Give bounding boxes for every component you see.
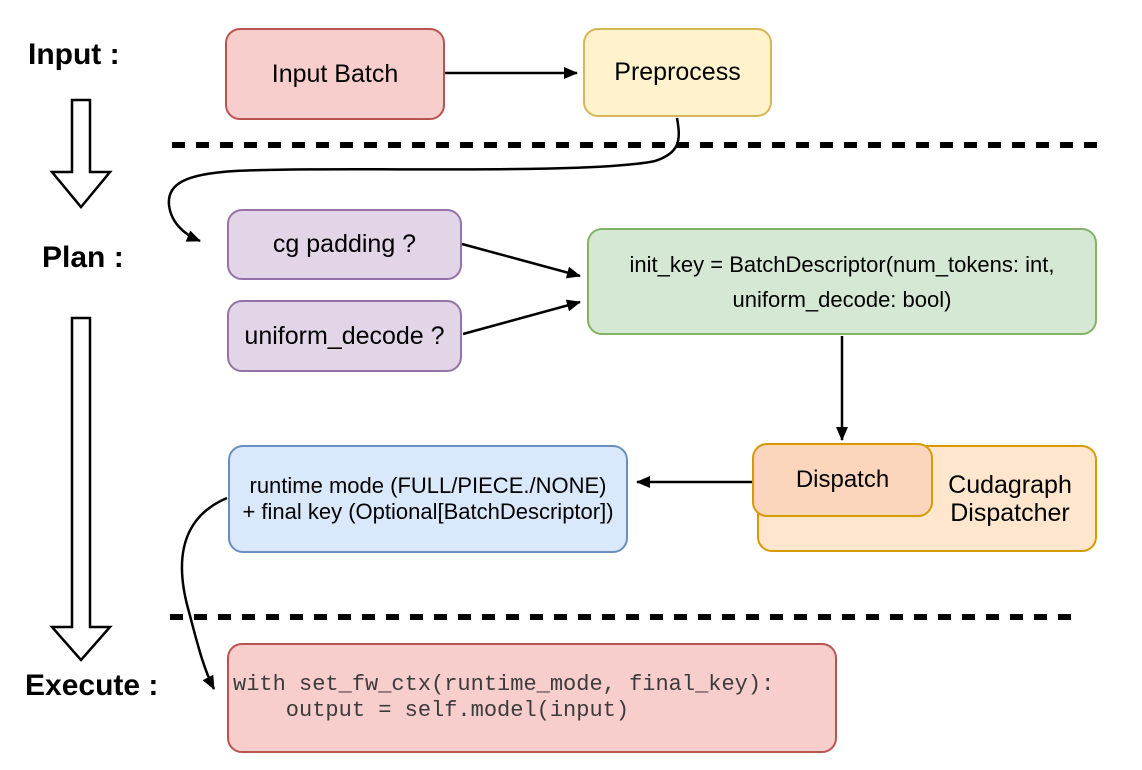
cudagraph-line1: Cudagraph: [948, 470, 1072, 499]
init-key-line2: uniform_decode: bool): [732, 286, 952, 312]
node-input-batch-label: Input Batch: [271, 59, 399, 88]
hollow-arrow-plan-to-execute: [49, 316, 113, 662]
node-cg-padding-label: cg padding ?: [272, 230, 417, 258]
node-uniform-decode: uniform_decode ?: [227, 300, 462, 372]
arrow-runtimemode-to-executecode: [180, 496, 228, 690]
execute-code-line2: output = self.model(input): [233, 698, 630, 723]
runtime-mode-line2: + final key (Optional[BatchDescriptor]): [242, 499, 614, 524]
cudagraph-line2: Dispatcher: [950, 498, 1070, 527]
stage-label-plan: Plan :: [42, 241, 124, 274]
node-init-key: init_key = BatchDescriptor(num_tokens: i…: [587, 228, 1097, 335]
node-dispatch: Dispatch: [752, 443, 933, 517]
stage-label-execute: Execute :: [25, 669, 159, 702]
node-cudagraph-dispatcher-label: Cudagraph Dispatcher: [925, 471, 1095, 527]
node-preprocess: Preprocess: [583, 28, 772, 117]
node-runtime-mode: runtime mode (FULL/PIECE./NONE) + final …: [228, 445, 628, 553]
stage-label-input: Input :: [28, 38, 120, 71]
hollow-arrow-input-to-plan: [49, 98, 113, 209]
execute-code-block: with set_fw_ctx(runtime_mode, final_key)…: [233, 672, 774, 724]
node-dispatch-label: Dispatch: [795, 466, 890, 493]
node-init-key-label: init_key = BatchDescriptor(num_tokens: i…: [630, 247, 1055, 317]
execute-code-line1: with set_fw_ctx(runtime_mode, final_key)…: [233, 672, 775, 697]
runtime-mode-line1: runtime mode (FULL/PIECE./NONE): [249, 473, 607, 498]
arrow-uniformdecode-to-initkey: [462, 299, 581, 336]
arrow-preprocess-to-cgpadding: [167, 117, 681, 243]
node-cg-padding: cg padding ?: [227, 209, 462, 280]
node-execute-code: with set_fw_ctx(runtime_mode, final_key)…: [227, 643, 837, 753]
arrow-cgpadding-to-initkey: [461, 242, 581, 279]
node-uniform-decode-label: uniform_decode ?: [244, 321, 445, 350]
node-runtime-mode-label: runtime mode (FULL/PIECE./NONE) + final …: [242, 473, 613, 525]
node-input-batch: Input Batch: [225, 28, 445, 120]
init-key-line1: init_key = BatchDescriptor(num_tokens: i…: [629, 251, 1055, 277]
node-preprocess-label: Preprocess: [614, 58, 741, 86]
